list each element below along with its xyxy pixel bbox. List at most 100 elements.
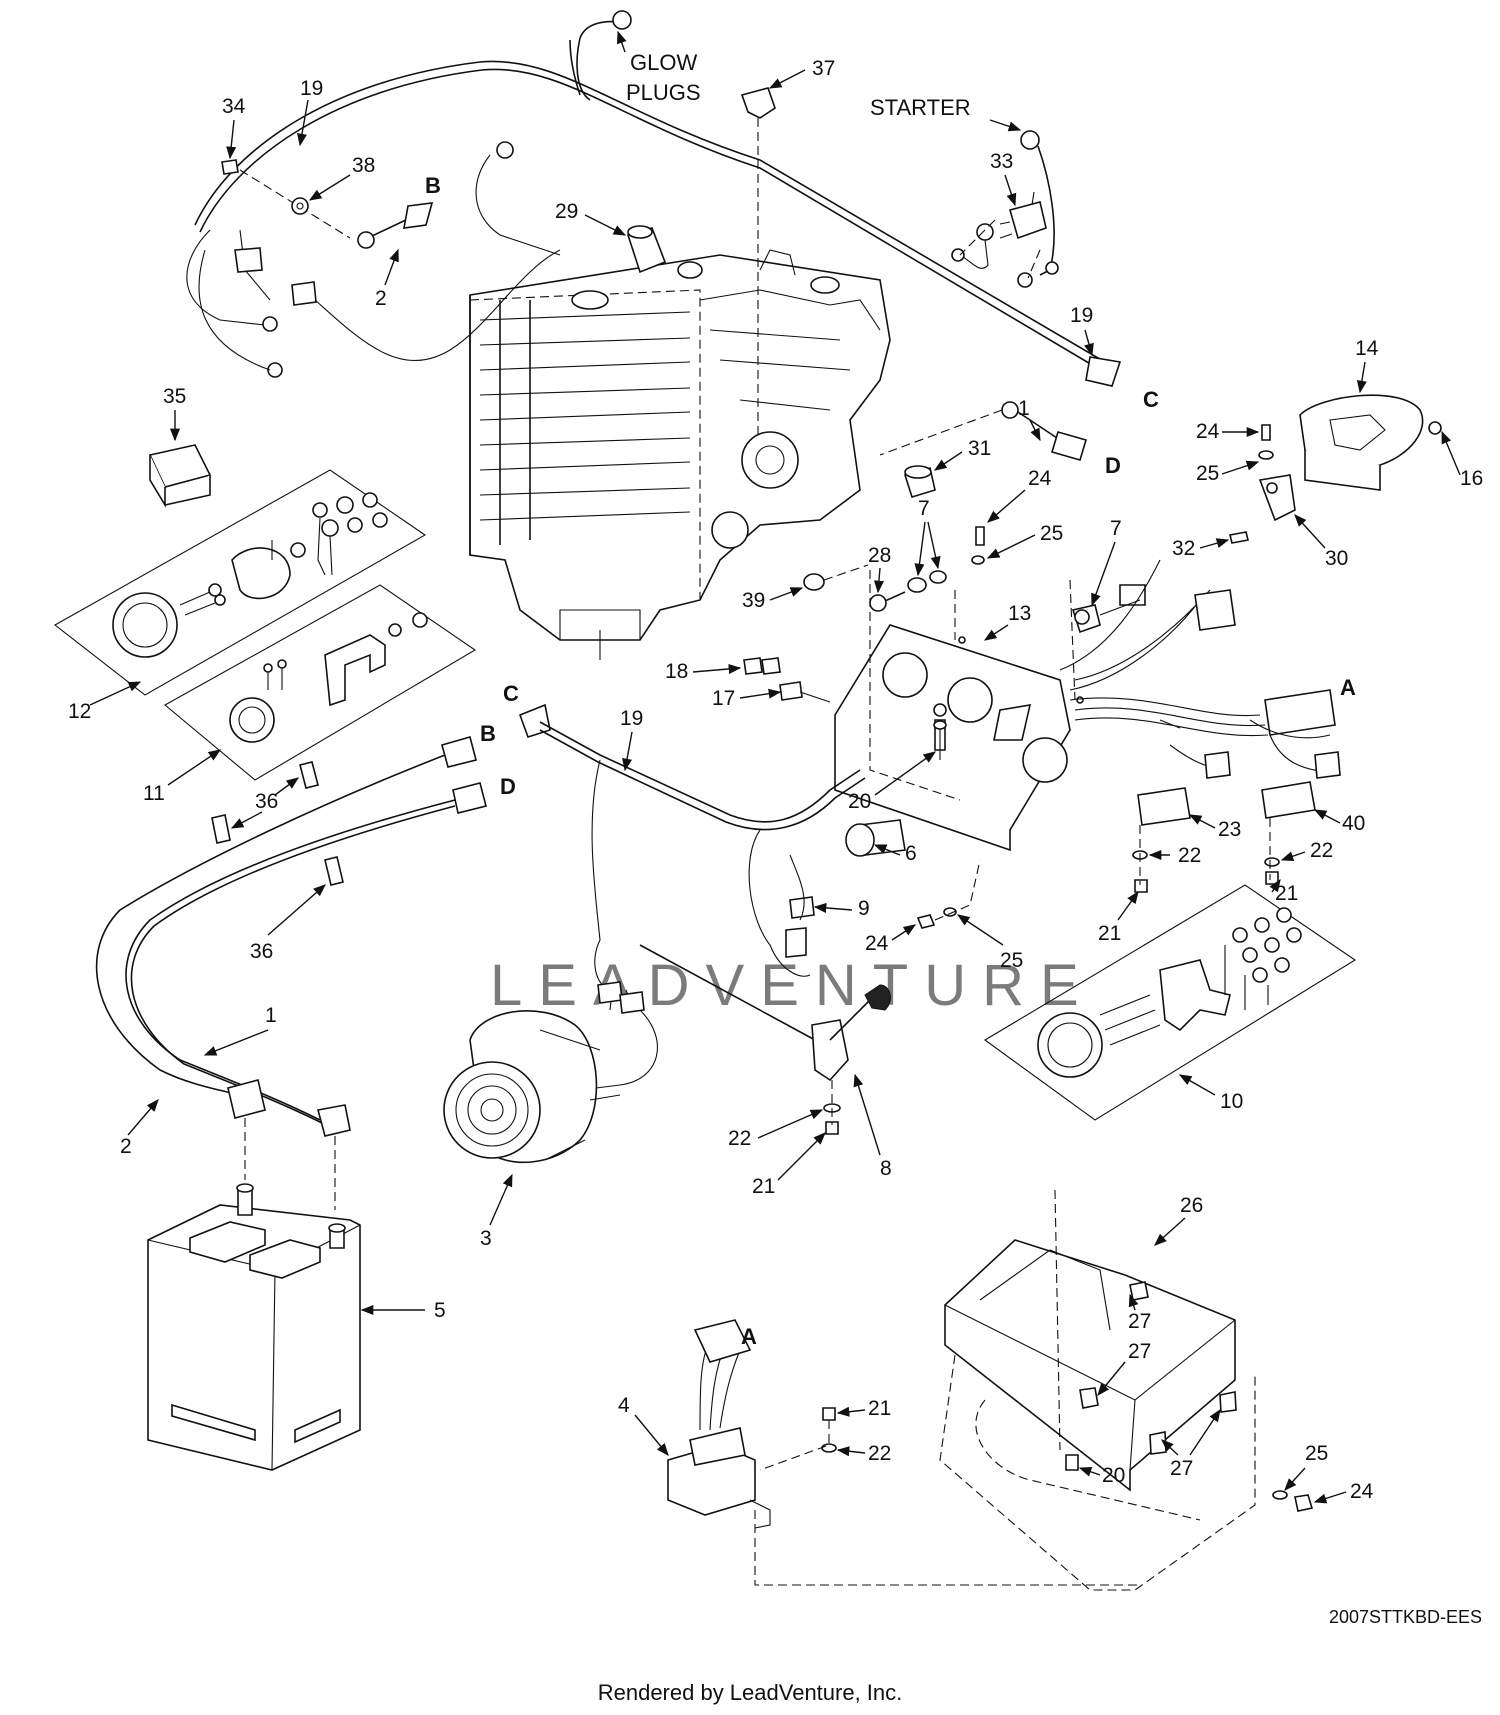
connector-d-top: D	[1105, 453, 1121, 478]
callout-24: 24	[865, 932, 889, 955]
callout-27: 27	[1128, 1340, 1151, 1363]
callout-24: 24	[1028, 467, 1052, 490]
callout-29: 29	[555, 200, 578, 223]
starter-label: STARTER	[870, 95, 971, 120]
callout-27: 27	[1128, 1310, 1151, 1333]
main-harness-top	[186, 10, 1122, 387]
callout-39: 39	[742, 589, 765, 612]
callout-24: 24	[1196, 420, 1220, 443]
callout-25: 25	[1305, 1442, 1328, 1465]
glow-plugs-label-line2: PLUGS	[626, 80, 701, 105]
callout-10: 10	[1220, 1090, 1243, 1113]
callout-7: 7	[918, 497, 930, 520]
callout-2: 2	[120, 1135, 132, 1158]
callout-21: 21	[1098, 922, 1121, 945]
callout-12: 12	[68, 700, 91, 723]
washers-7	[907, 570, 947, 593]
callout-22: 22	[868, 1442, 891, 1465]
connector-b-cable: B	[480, 721, 496, 746]
callout-21: 21	[868, 1397, 891, 1420]
throttle-lever	[639, 944, 891, 1135]
alternator	[443, 1010, 621, 1164]
callout-33: 33	[990, 150, 1013, 173]
callout-32: 32	[1172, 537, 1195, 560]
key-switch	[1071, 584, 1146, 634]
callout-1: 1	[265, 1004, 277, 1027]
callout-13: 13	[1008, 602, 1031, 625]
callouts: 1 1 2 2 3 4 5 6 7 7 8 9 10 1	[68, 57, 1483, 1504]
connector-b-top: B	[425, 173, 441, 198]
callout-23: 23	[1218, 818, 1241, 841]
callout-1: 1	[1018, 397, 1030, 420]
battery	[147, 1183, 361, 1471]
callout-27: 27	[1170, 1457, 1193, 1480]
indicator-39	[803, 564, 869, 591]
connector-c-top: C	[1143, 387, 1159, 412]
callout-18: 18	[665, 660, 688, 683]
connector-a-panel: A	[1340, 675, 1356, 700]
callout-11: 11	[143, 782, 165, 805]
gauge-10-group	[984, 884, 1357, 1121]
callout-28: 28	[868, 544, 891, 567]
callout-26: 26	[1180, 1194, 1203, 1217]
glow-plug-relay	[626, 225, 667, 274]
callout-37: 37	[812, 57, 835, 80]
callout-14: 14	[1355, 337, 1379, 360]
clamps-36	[211, 761, 344, 886]
callout-16: 16	[1460, 467, 1483, 490]
watermark: LEADVENTURE	[490, 953, 1095, 1018]
render-credit: Rendered by LeadVenture, Inc.	[597, 1680, 903, 1705]
starter-cable	[951, 130, 1059, 288]
callout-31: 31	[968, 437, 991, 460]
instrument-panel	[834, 570, 1084, 852]
callout-25: 25	[1196, 462, 1219, 485]
callout-5: 5	[434, 1299, 446, 1322]
gauge-12-group	[54, 469, 427, 696]
glow-plugs-label: GLOW	[630, 50, 697, 75]
callout-25: 25	[1040, 522, 1063, 545]
callout-19: 19	[620, 707, 643, 730]
glow-plug-connector	[740, 87, 776, 440]
ignition-key	[869, 591, 906, 612]
callout-4: 4	[618, 1394, 630, 1417]
callout-24: 24	[1350, 1480, 1374, 1503]
connector-c-middle: C	[503, 681, 519, 706]
hardware-21-22-bottom	[759, 1407, 837, 1471]
main-harness-middle	[518, 703, 866, 1091]
callout-36: 36	[255, 790, 278, 813]
callout-6: 6	[905, 842, 917, 865]
callout-20: 20	[1102, 1464, 1125, 1487]
connector-d-cable: D	[500, 774, 516, 799]
ground-bolt	[221, 159, 309, 215]
callout-40: 40	[1342, 812, 1365, 835]
callout-8: 8	[880, 1157, 892, 1180]
component-labels: GLOW PLUGS STARTER	[616, 30, 1022, 132]
callout-19: 19	[300, 77, 323, 100]
callout-25: 25	[1000, 949, 1023, 972]
battery-cables	[95, 736, 487, 1210]
connector-a-module: A	[741, 1324, 757, 1349]
callout-21: 21	[1275, 882, 1298, 905]
callout-19: 19	[1070, 304, 1093, 327]
drawing-code: 2007STTKBD-EES	[1328, 1607, 1482, 1627]
switch-40	[1261, 781, 1316, 885]
callout-7: 7	[1110, 517, 1122, 540]
ground-cable-top	[879, 401, 1087, 461]
gauge-11-group	[164, 584, 477, 781]
battery-tray	[939, 1189, 1314, 1591]
small-connectors	[743, 657, 947, 760]
callout-30: 30	[1325, 547, 1348, 570]
engine-assembly	[469, 249, 891, 660]
horn-bracket	[1229, 394, 1442, 544]
connector-letters: B C D A C B D A	[425, 173, 1356, 1349]
callout-34: 34	[222, 95, 246, 118]
switch-23	[1132, 787, 1191, 893]
relay-35	[148, 444, 212, 508]
callout-17: 17	[712, 687, 735, 710]
positive-cable-top	[239, 169, 434, 249]
rocker-switch	[845, 819, 906, 857]
callout-3: 3	[480, 1227, 492, 1250]
callout-22: 22	[1310, 839, 1333, 862]
callout-36: 36	[250, 940, 273, 963]
